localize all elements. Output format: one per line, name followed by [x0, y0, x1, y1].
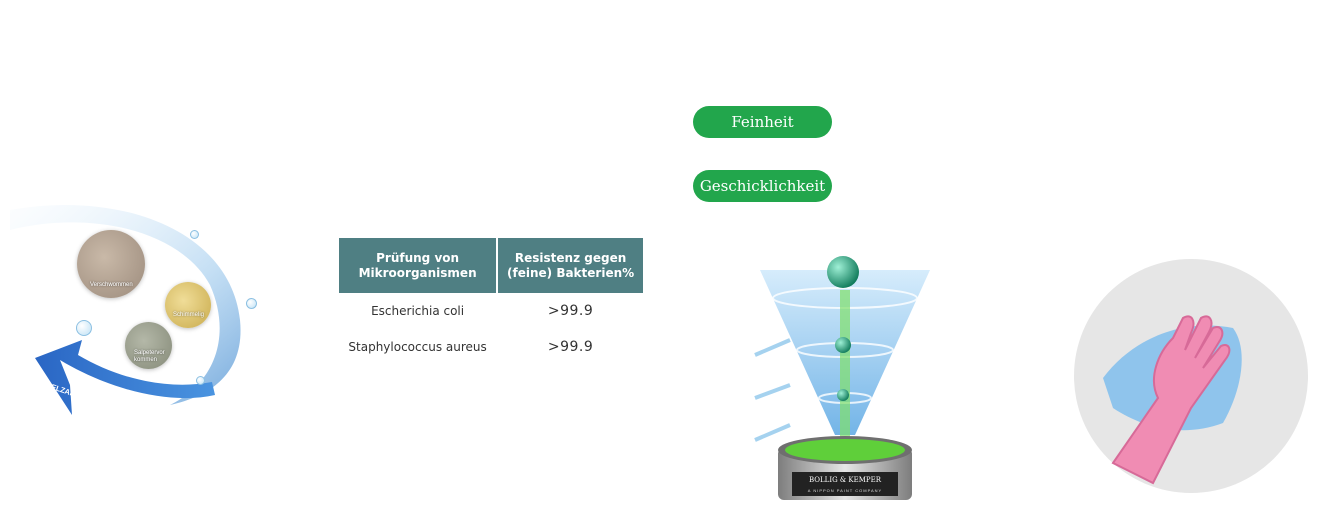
resistance-cell: >99.9	[547, 339, 594, 355]
organism-cell: Staphylococcus aureus	[348, 340, 487, 354]
glove-wiping-illustration	[1073, 258, 1309, 494]
bubble	[246, 298, 257, 309]
paint-drop	[835, 337, 851, 353]
fineness-badge: Feinheit	[693, 106, 832, 138]
paint-funnel-illustration: BOLLIG & KEMPER A NIPPON PAINT COMPANY	[750, 250, 940, 510]
mold-label: Schimmelig	[173, 312, 205, 318]
arrow-shape	[35, 340, 215, 415]
glove-graphic	[1074, 259, 1308, 493]
paint-can-subtitle: A NIPPON PAINT COMPANY	[807, 488, 883, 493]
funnel-graphic	[754, 256, 930, 500]
blurred-wall-sample	[77, 230, 145, 298]
bubble	[190, 230, 199, 239]
table-row: Escherichia coli >99.9	[339, 293, 643, 329]
efflorescence-label: Salpetervor kommen	[134, 350, 165, 363]
pink-glove	[1111, 315, 1231, 485]
paint-drop	[827, 256, 859, 288]
dexterity-badge: Geschicklichkeit	[693, 170, 832, 202]
paint-can-brand: BOLLIG & KEMPER	[809, 476, 881, 484]
wall-problems-illustration: Verschwommen Schimmelig Salpetervor komm…	[0, 190, 270, 437]
table-header-resistance: Resistenz gegen (feine) Bakterien%	[498, 238, 643, 293]
bubble	[76, 320, 92, 336]
mold-sample	[165, 282, 211, 328]
paint-drop	[837, 389, 849, 401]
bubble	[196, 376, 205, 385]
blurred-wall-label: Verschwommen	[90, 282, 133, 288]
efflorescence-sample	[125, 322, 172, 369]
table-row: Staphylococcus aureus >99.9	[339, 329, 643, 365]
table-header-test: Prüfung von Mikroorganismen	[339, 238, 497, 293]
resistance-cell: >99.9	[547, 303, 594, 319]
swirl-graphic	[10, 204, 241, 415]
organism-cell: Escherichia coli	[371, 304, 465, 318]
microorganism-test-table: Prüfung von Mikroorganismen Resistenz ge…	[337, 238, 645, 365]
